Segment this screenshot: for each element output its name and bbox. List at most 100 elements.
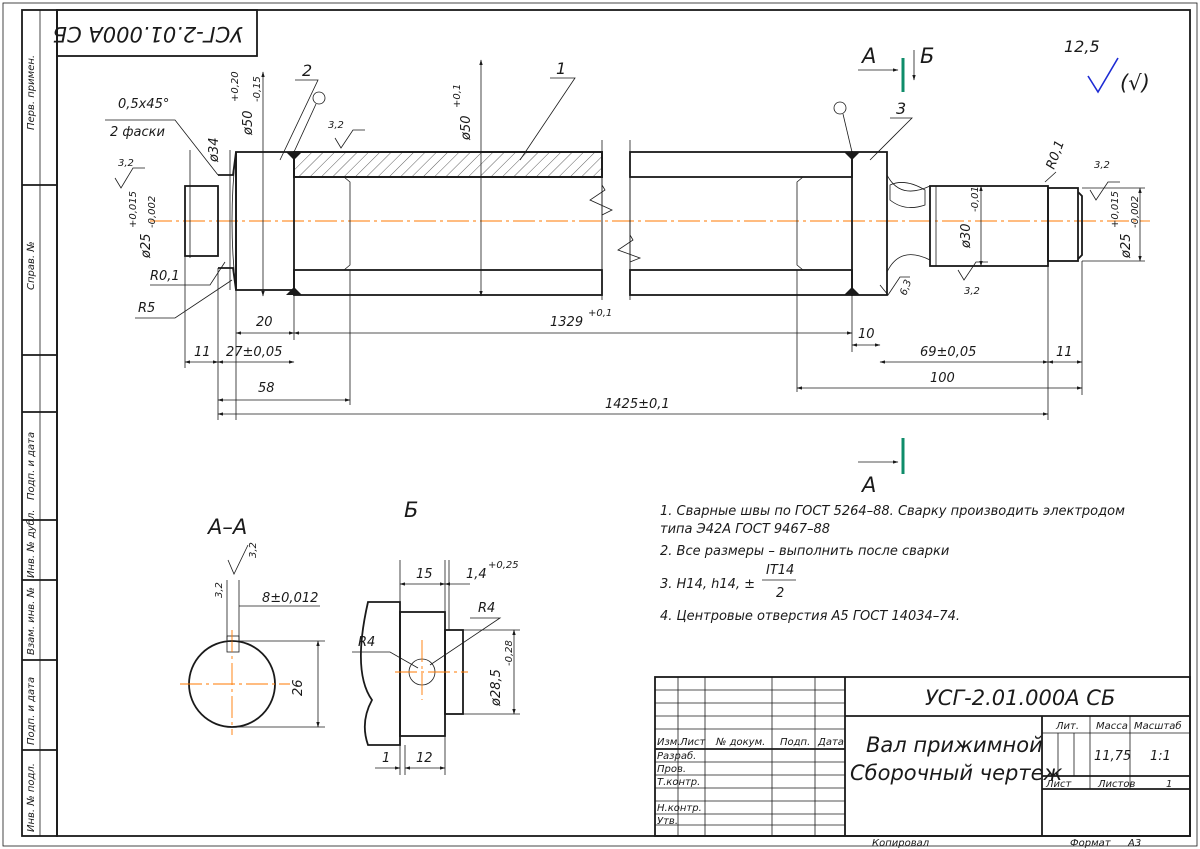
rough-d30: 3,2 xyxy=(964,286,980,297)
tb-mass-value: 11,75 xyxy=(1094,749,1131,764)
callout-3: 3 xyxy=(896,99,906,118)
tb-col-izm: Изм. xyxy=(657,737,681,748)
side-label-3: Инв. № дубл. xyxy=(25,510,37,578)
dim-l10: 10 xyxy=(858,327,875,342)
section-b-d28-tol: -0,28 xyxy=(504,640,515,666)
inner-frame xyxy=(56,9,1191,837)
general-roughness: 12,5 (√) xyxy=(1064,37,1150,95)
rough-main-value: 12,5 xyxy=(1064,37,1100,56)
section-aa-depth: 26 xyxy=(291,679,306,696)
dim-l11a: 11 xyxy=(194,345,211,360)
footer-format-value: А3 xyxy=(1127,838,1141,849)
dim-d25-left-up: +0,015 xyxy=(128,191,139,228)
dim-l69: 69±0,05 xyxy=(920,345,976,360)
tb-row-razrab: Разраб. xyxy=(657,750,696,762)
title-block: Изм. Лист № докум. Подп. Дата Разраб. Пр… xyxy=(654,676,1191,837)
note-line-5: 4. Центровые отверстия А5 ГОСТ 14034–74. xyxy=(660,609,960,624)
tb-col-list: Лист xyxy=(679,737,707,748)
tb-row-utv: Утв. xyxy=(657,816,678,827)
dim-chamfer: 0,5x45° xyxy=(118,97,169,112)
tb-row-tkontr: Т.контр. xyxy=(657,777,700,788)
mark-a-bottom: А xyxy=(860,473,876,497)
dim-d50a-up: +0,20 xyxy=(230,71,241,102)
section-b-w12: 12 xyxy=(416,751,433,766)
part-callouts: 2 1 3 xyxy=(279,59,913,161)
section-b-w14-tol: +0,25 xyxy=(488,560,519,571)
callout-1: 1 xyxy=(556,59,566,78)
section-b: Б 15 1,4 +0,25 R4 R4 ø28,5 -0,28 1 12 xyxy=(352,498,520,775)
dim-d50b-tol: +0,1 xyxy=(452,84,463,108)
dim-l20: 20 xyxy=(256,315,273,330)
rough-weld: 6,3 xyxy=(898,278,914,297)
section-b-w14: 1,4 xyxy=(466,567,487,582)
dim-d50a: ø50 xyxy=(241,111,256,137)
tb-row-prov: Пров. xyxy=(657,764,686,775)
tb-sheets-label: Листов xyxy=(1097,779,1135,790)
rotated-stamp: УСГ-2.01.000А СБ xyxy=(53,9,258,57)
tb-name-line-1: Вал прижимной xyxy=(866,733,1043,757)
side-label-1: Справ. № xyxy=(26,241,37,290)
section-b-w1: 1 xyxy=(382,751,390,766)
dim-l1329: 1329 xyxy=(550,315,583,330)
dim-d25-left-dn: -0,002 xyxy=(147,196,158,228)
note-fraction-bottom: 2 xyxy=(776,586,784,601)
tb-scale-label: Масштаб xyxy=(1134,720,1182,732)
section-aa-rough-2: 3,2 xyxy=(214,582,225,598)
rough-bracket: (√) xyxy=(1120,71,1150,95)
dim-l1425: 1425±0,1 xyxy=(605,397,670,412)
section-b-title: Б xyxy=(404,498,418,522)
section-aa-title: А–А xyxy=(206,515,247,539)
footer-format-label: Формат xyxy=(1070,838,1112,849)
dim-l100: 100 xyxy=(930,371,955,386)
note-line-1: 1. Сварные швы по ГОСТ 5264–88. Сварку п… xyxy=(660,504,1125,519)
side-label-0: Перв. примен. xyxy=(26,55,37,130)
footer: Копировал Формат А3 xyxy=(872,838,1141,849)
tb-col-doc: № докум. xyxy=(715,737,765,748)
tb-lit-label: Лит. xyxy=(1055,721,1079,732)
dim-l27: 27±0,05 xyxy=(226,345,282,360)
left-margin-strip: Перв. примен. Справ. № Подп. и дата Инв.… xyxy=(21,9,58,837)
tb-col-sign: Подп. xyxy=(780,737,810,748)
section-aa-key-width: 8±0,012 xyxy=(262,591,318,606)
note-line-3: 2. Все размеры – выполнить после сварки xyxy=(660,544,949,559)
dim-d34: ø34 xyxy=(207,138,222,164)
section-aa-rough: 3,2 xyxy=(248,542,259,558)
rotated-stamp-text: УСГ-2.01.000А СБ xyxy=(53,22,243,46)
mark-a-top: А xyxy=(860,44,876,68)
side-label-5: Подп. и дата xyxy=(26,677,37,745)
dim-r01-right: R0,1 xyxy=(1044,138,1068,171)
note-line-2: типа Э42А ГОСТ 9467–88 xyxy=(660,522,830,537)
side-label-6: Инв. № подл. xyxy=(26,763,37,832)
section-b-d28: ø28,5 xyxy=(489,669,504,707)
mark-b-top: Б xyxy=(920,44,934,68)
tb-name-line-2: Сборочный чертеж xyxy=(850,761,1062,785)
rough-right: 3,2 xyxy=(1094,160,1110,171)
dim-chamfer-2: 2 фаски xyxy=(110,125,165,140)
section-b-r4-right: R4 xyxy=(478,601,495,616)
dim-d50b: ø50 xyxy=(459,116,474,142)
tb-sheet-label: Лист xyxy=(1045,779,1073,790)
tube-wall-upper-right xyxy=(629,151,853,178)
footer-copied: Копировал xyxy=(872,838,930,849)
dim-l11b: 11 xyxy=(1056,345,1073,360)
tb-sheets-value: 1 xyxy=(1166,779,1172,790)
section-aa: А–А 8±0,012 26 3,2 3,2 xyxy=(180,515,325,735)
dim-d50a-dn: -0,15 xyxy=(252,76,263,102)
note-fraction-top: IT14 xyxy=(766,563,794,578)
side-label-2: Подп. и дата xyxy=(26,432,37,500)
main-dimensions: 0,5x45° 2 фаски ø34 ø50 +0,20 -0,15 ø50 … xyxy=(105,59,1145,420)
technical-notes: 1. Сварные швы по ГОСТ 5264–88. Сварку п… xyxy=(660,504,1125,624)
tube-wall-lower-left xyxy=(293,269,603,296)
shaft-main-view xyxy=(150,140,1150,300)
tb-scale-value: 1:1 xyxy=(1150,749,1171,764)
dim-l1329-tol: +0,1 xyxy=(588,308,612,319)
section-markers: А Б А xyxy=(858,44,934,497)
dim-d30-tol: -0,01 xyxy=(970,186,981,212)
side-label-4: Взам. инв. № xyxy=(26,587,37,655)
dim-l58: 58 xyxy=(258,381,275,396)
dim-d30: ø30 xyxy=(959,224,974,250)
note-line-4: 3. H14, h14, ± xyxy=(660,577,755,592)
tb-row-nkontr: Н.контр. xyxy=(657,803,702,814)
